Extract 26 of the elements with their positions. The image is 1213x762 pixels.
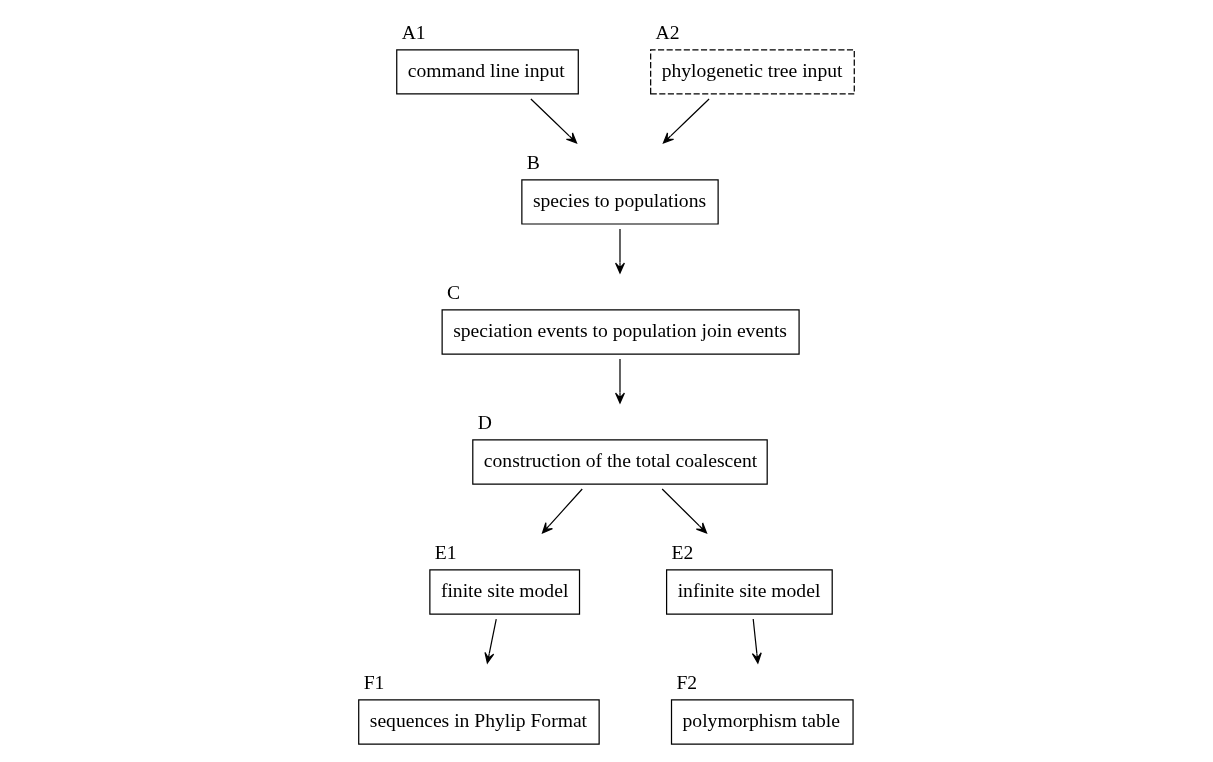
node-label: F2: [676, 671, 698, 693]
arrow: [661, 488, 708, 534]
node-box: sequences in Phylip Format: [358, 699, 600, 745]
node-box: infinite site model: [666, 569, 833, 615]
node-box: polymorphism table: [670, 699, 854, 745]
node-label: E2: [671, 541, 694, 563]
node-box: finite site model: [429, 569, 581, 615]
node-label: D: [477, 411, 492, 433]
node-box: species to populations: [521, 179, 719, 225]
arrow: [614, 358, 626, 404]
arrow: [751, 618, 762, 664]
node-label: C: [447, 281, 461, 303]
node-box: construction of the total coalescent: [472, 439, 768, 485]
node-label: A2: [655, 21, 680, 43]
node-label: E1: [434, 541, 457, 563]
node-label: B: [526, 151, 540, 173]
node-box: speciation events to population join events: [441, 309, 800, 355]
node-label: F1: [363, 671, 385, 693]
arrow: [614, 228, 626, 274]
arrow: [541, 488, 583, 534]
node-box: phylogenetic tree input: [650, 49, 855, 95]
node-label: A1: [401, 21, 426, 43]
node-box: command line input: [396, 49, 579, 95]
arrow: [484, 618, 497, 664]
arrow: [662, 98, 710, 144]
arrow: [530, 98, 578, 144]
